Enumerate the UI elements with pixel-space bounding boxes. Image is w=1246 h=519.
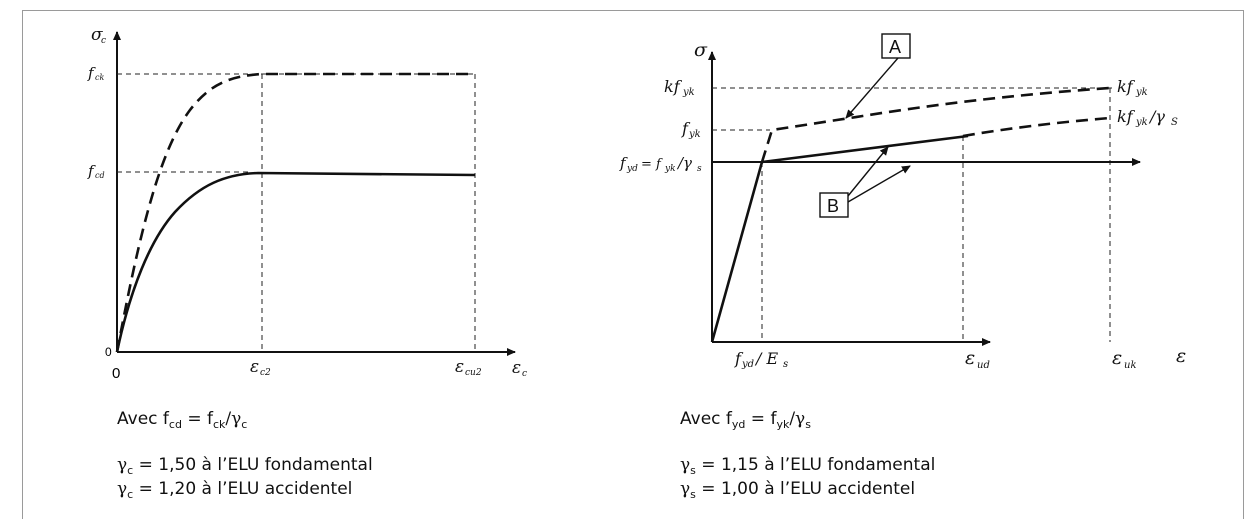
concrete-epsilon-label: ε bbox=[512, 358, 521, 378]
elastic-branch bbox=[710, 161, 764, 343]
box-b-leader-1 bbox=[847, 146, 889, 197]
box-a-leader bbox=[845, 57, 899, 119]
kfyk-gs-label: kf bbox=[1117, 107, 1136, 126]
box-b bbox=[819, 192, 849, 218]
left-gamma-fundamental: γc = 1,50 à l’ELU fondamental bbox=[117, 455, 373, 477]
right-avec-caption: Avec fyd = fyk/γs bbox=[680, 409, 811, 431]
eud-label: ε bbox=[965, 347, 975, 369]
svg-text:s: s bbox=[697, 164, 702, 174]
fcd-label: f bbox=[87, 162, 96, 180]
fyd-label: f bbox=[619, 154, 628, 172]
fyk-label: f bbox=[681, 119, 691, 138]
b-inclined-branch bbox=[761, 134, 969, 164]
steel-sigma-label: σ bbox=[694, 39, 708, 61]
steel-epsilon-label: ε bbox=[1176, 345, 1186, 367]
left-gamma-accidental: γc = 1,20 à l’ELU accidentel bbox=[117, 479, 353, 501]
svg-text:ck: ck bbox=[95, 73, 104, 82]
kfyk-gs-curve bbox=[962, 116, 1111, 138]
svg-text:cd: cd bbox=[95, 171, 105, 180]
svg-text:S: S bbox=[1171, 117, 1178, 128]
box-a bbox=[881, 33, 911, 59]
svg-text:B: B bbox=[827, 196, 839, 216]
svg-text:yk: yk bbox=[1135, 87, 1148, 98]
svg-text:s: s bbox=[783, 359, 788, 370]
svg-text:c2: c2 bbox=[260, 368, 271, 378]
steel-diagram: A B σ kf yk f yk f yd = f yk /γ s kf yk … bbox=[619, 33, 1186, 371]
svg-text:/γ: /γ bbox=[1148, 107, 1165, 126]
svg-text:yk: yk bbox=[664, 164, 676, 174]
euk-label: ε bbox=[1112, 347, 1122, 369]
svg-text:ud: ud bbox=[977, 360, 990, 371]
ec2-label: ε bbox=[250, 357, 259, 377]
svg-text:yd: yd bbox=[626, 164, 638, 174]
concrete-origin-x: 0 bbox=[112, 365, 120, 382]
svg-text:c: c bbox=[101, 36, 106, 46]
kfyk-right-label: kf bbox=[1117, 77, 1136, 96]
left-avec-caption: Avec fcd = fck/γc bbox=[117, 409, 248, 431]
concrete-origin-y: 0 bbox=[105, 345, 112, 359]
svg-text:yd: yd bbox=[741, 359, 754, 370]
ecu2-label: ε bbox=[455, 357, 464, 377]
svg-text:/γ: /γ bbox=[676, 154, 692, 172]
box-b-leader-2 bbox=[847, 165, 911, 203]
figure-frame bbox=[22, 10, 1244, 519]
concrete-sigma-label: σ bbox=[91, 25, 103, 45]
svg-text:/ E: / E bbox=[754, 349, 778, 368]
fck-label: f bbox=[87, 64, 96, 82]
right-gamma-fundamental: γs = 1,15 à l’ELU fondamental bbox=[680, 455, 936, 477]
concrete-diagram: σ c f ck f cd 0 0 ε c2 ε cu2 ε c bbox=[87, 25, 527, 382]
svg-text:yk: yk bbox=[1135, 117, 1148, 128]
svg-text:yk: yk bbox=[688, 129, 701, 140]
svg-text:= f: = f bbox=[641, 157, 663, 172]
fyd-es-label: f bbox=[734, 349, 744, 368]
fck-curve bbox=[115, 72, 475, 353]
fcd-curve bbox=[115, 171, 476, 353]
svg-text:cu2: cu2 bbox=[465, 368, 482, 378]
svg-text:uk: uk bbox=[1124, 360, 1137, 371]
svg-text:yk: yk bbox=[682, 87, 695, 98]
a-characteristic-curve bbox=[760, 86, 1111, 163]
svg-text:c: c bbox=[522, 369, 527, 379]
right-gamma-accidental: γs = 1,00 à l’ELU accidentel bbox=[680, 479, 916, 501]
kfyk-left-label: kf bbox=[664, 77, 683, 96]
svg-text:A: A bbox=[889, 37, 901, 57]
